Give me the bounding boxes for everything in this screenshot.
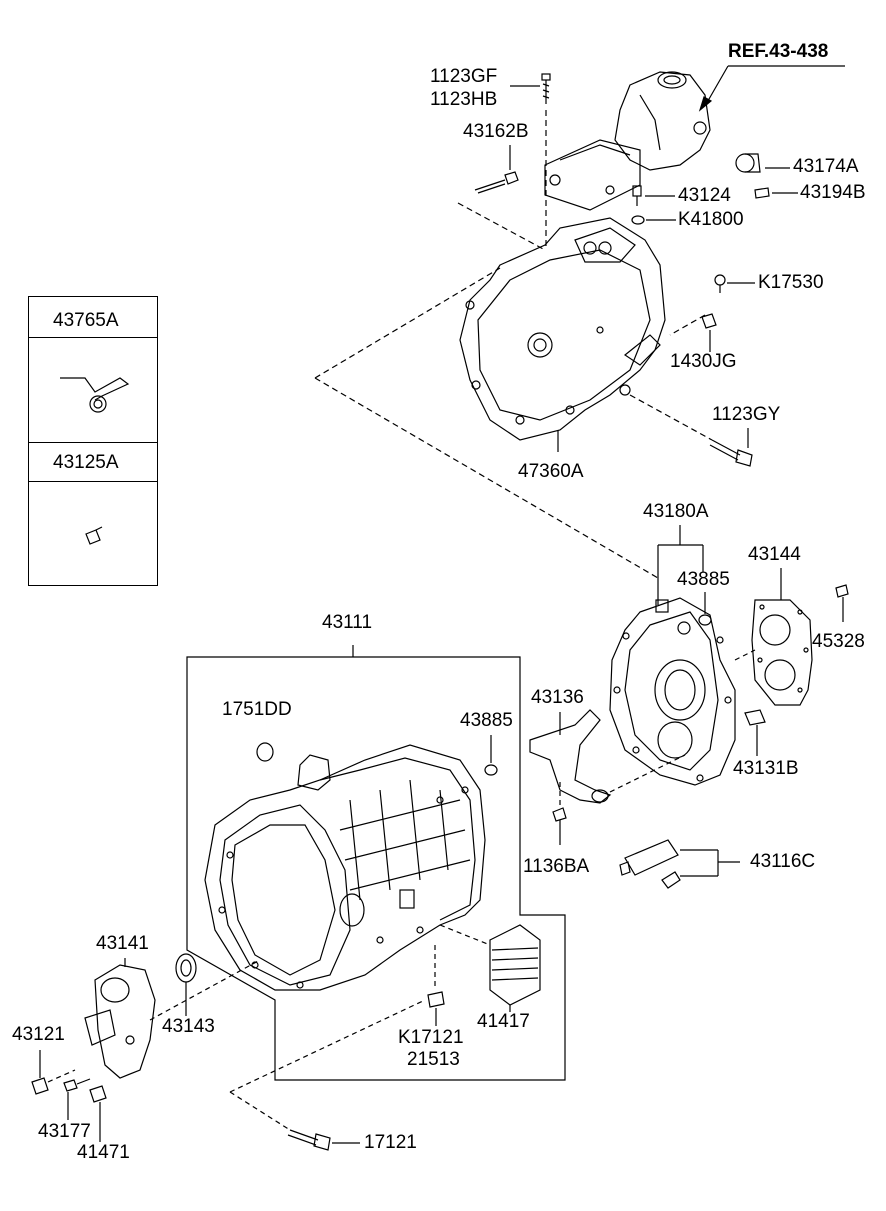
callout-45328[interactable]: 45328 — [812, 631, 865, 652]
legend-divider — [29, 337, 157, 338]
switch-43121 — [31, 1077, 49, 1095]
top-cover-plate — [544, 139, 641, 211]
callout-1430jg[interactable]: 1430JG — [670, 351, 737, 372]
plug-k17121 — [427, 991, 445, 1008]
pin-1430jg — [701, 313, 717, 329]
callout-43121[interactable]: 43121 — [12, 1024, 65, 1045]
legend-item-43125a: 43125A — [53, 452, 119, 473]
bolt-43177 — [63, 1078, 91, 1092]
legend-bracket-icon — [60, 377, 130, 413]
callout-k17121[interactable]: K17121 — [398, 1027, 464, 1048]
callout-17121[interactable]: 17121 — [364, 1132, 417, 1153]
sealant-43116c — [619, 839, 681, 889]
dowel-43885-upper — [698, 614, 712, 626]
breather-k17530 — [714, 274, 726, 293]
callout-41471[interactable]: 41471 — [77, 1142, 130, 1163]
bolt-43162b — [474, 171, 519, 194]
callout-1136ba[interactable]: 1136BA — [523, 856, 590, 877]
callout-1123gf[interactable]: 1123GF — [430, 66, 498, 87]
pin-43194b — [754, 187, 770, 199]
callout-43144[interactable]: 43144 — [748, 544, 801, 565]
bracket-43136 — [529, 709, 612, 804]
bushing-43174a — [735, 153, 761, 173]
callout-k41800[interactable]: K41800 — [678, 209, 744, 230]
extension-housing-ref — [614, 71, 711, 171]
legend-divider — [29, 481, 157, 482]
callout-43143[interactable]: 43143 — [162, 1016, 215, 1037]
cover-43141 — [84, 964, 156, 1079]
boot-41417 — [489, 924, 541, 1006]
callout-43111[interactable]: 43111 — [322, 612, 373, 633]
ref-label[interactable]: REF.43-438 — [728, 41, 829, 62]
oring-1751dd — [256, 742, 274, 762]
callout-43194b[interactable]: 43194B — [800, 182, 866, 203]
dowel-43885-lower — [484, 764, 498, 776]
transfer-case-47360a — [459, 217, 666, 441]
legend-divider — [29, 442, 157, 443]
callout-43885-upper[interactable]: 43885 — [677, 569, 730, 590]
legend-bolt-icon — [85, 526, 103, 545]
plug-41471 — [89, 1085, 107, 1103]
legend-table: 43765A 43125A — [28, 296, 158, 586]
callout-1123gy[interactable]: 1123GY — [712, 404, 781, 425]
legend-item-43765a: 43765A — [53, 310, 119, 331]
ring-k41800 — [631, 215, 645, 225]
callout-43180a[interactable]: 43180A — [643, 501, 709, 522]
callout-1751dd[interactable]: 1751DD — [222, 699, 292, 720]
callout-43177[interactable]: 43177 — [38, 1121, 91, 1142]
callout-43131b[interactable]: 43131B — [733, 758, 799, 779]
gasket-43144 — [751, 599, 813, 706]
callout-21513[interactable]: 21513 — [407, 1049, 460, 1070]
plug-43124 — [632, 185, 642, 206]
callout-43174a[interactable]: 43174A — [793, 156, 859, 177]
seal-43143 — [175, 953, 197, 983]
callout-k17530[interactable]: K17530 — [758, 272, 824, 293]
callout-43136[interactable]: 43136 — [531, 687, 584, 708]
callout-43124[interactable]: 43124 — [678, 185, 731, 206]
adapter-plate-43180a — [609, 597, 736, 786]
magnet-43131b — [744, 709, 766, 726]
callout-41417[interactable]: 41417 — [477, 1011, 530, 1032]
callout-47360a[interactable]: 47360A — [518, 461, 584, 482]
callout-43141[interactable]: 43141 — [96, 933, 149, 954]
bolt-17121 — [287, 1129, 331, 1151]
bolt-45328 — [835, 584, 849, 598]
bolt-1123gf — [541, 73, 551, 104]
callout-43116c[interactable]: 43116C — [750, 851, 816, 872]
transmission-case-43111 — [204, 744, 486, 991]
callout-43885-lower[interactable]: 43885 — [460, 710, 513, 731]
bolt-1136ba — [552, 807, 567, 845]
bolt-1123gy — [709, 439, 753, 467]
callout-43162b[interactable]: 43162B — [463, 121, 529, 142]
callout-1123hb[interactable]: 1123HB — [430, 89, 498, 110]
